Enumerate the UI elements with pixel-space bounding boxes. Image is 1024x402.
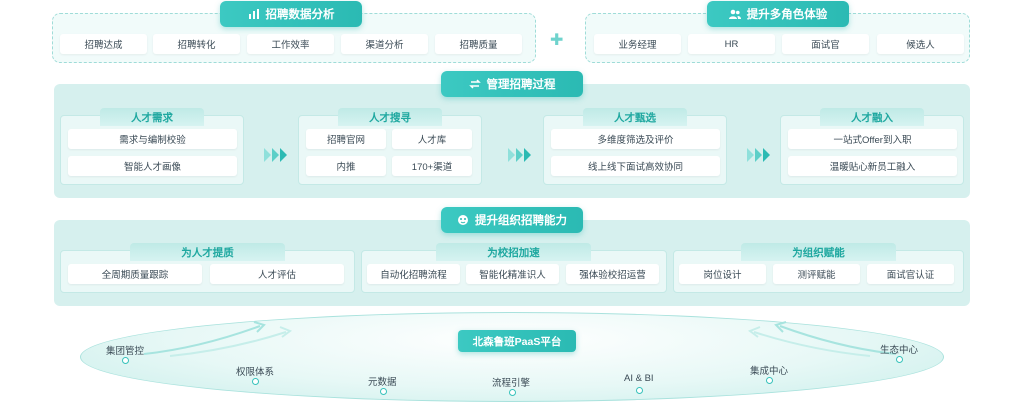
manage-process-title: 管理招聘过程 <box>486 79 556 91</box>
chip-smart-profile: 智能人才画像 <box>68 156 237 176</box>
node-integration-label: 集成中心 <box>750 366 789 377</box>
manage-process-header: 管理招聘过程 <box>441 71 583 97</box>
chip-offer-onboard: 一站式Offer到入职 <box>788 129 957 149</box>
bar-chart-icon <box>248 9 259 19</box>
node-workflow-label: 流程引擎 <box>492 378 531 389</box>
chip-job-design: 岗位设计 <box>679 264 766 284</box>
chip-channels: 170+渠道 <box>392 156 472 176</box>
right-curve-arrows-icon <box>747 321 897 357</box>
stage-talent-selection-title: 人才甄选 <box>583 108 687 126</box>
users-icon <box>728 9 741 19</box>
group-org-empower-title: 为组织赋能 <box>741 243 896 261</box>
multi-role-title: 提升多角色体验 <box>746 9 828 21</box>
arrow-2-icon <box>508 148 531 162</box>
capability-header: 提升组织招聘能力 <box>441 207 583 233</box>
left-curve-arrows-icon <box>143 321 293 357</box>
chip-interviewer: 面试官 <box>782 34 869 54</box>
multi-role-header: 提升多角色体验 <box>707 1 849 27</box>
node-permission-dot <box>252 378 259 385</box>
node-group-control-label: 集团管控 <box>106 346 145 357</box>
process-cycle-icon <box>468 79 481 89</box>
chip-demand-check: 需求与编制校验 <box>68 129 237 149</box>
stage-talent-search-title: 人才搜寻 <box>338 108 442 126</box>
node-permission-label: 权限体系 <box>236 367 275 378</box>
chip-work-efficiency: 工作效率 <box>247 34 334 54</box>
data-analysis-title: 招聘数据分析 <box>265 9 335 21</box>
node-group-control-dot <box>122 357 129 364</box>
chip-new-hire: 温暖贴心新员工融入 <box>788 156 957 176</box>
node-metadata-label: 元数据 <box>368 377 397 388</box>
arrow-1-icon <box>264 148 287 162</box>
chip-talent-assessment: 人才评估 <box>210 264 344 284</box>
chip-interview-collab: 线上线下面试高效协同 <box>551 156 720 176</box>
plus-icon: ✚ <box>550 32 564 49</box>
node-metadata-dot <box>380 388 387 395</box>
node-ecosystem-label: 生态中心 <box>880 345 919 356</box>
node-workflow-dot <box>509 389 516 396</box>
platform-title: 北森鲁班PaaS平台 <box>458 330 576 352</box>
chip-recruit-achievement: 招聘达成 <box>60 34 147 54</box>
chip-business-manager: 业务经理 <box>594 34 681 54</box>
chip-lifecycle-tracking: 全周期质量跟踪 <box>68 264 202 284</box>
chip-channel-analysis: 渠道分析 <box>341 34 428 54</box>
platform-ellipse <box>80 312 944 402</box>
chip-referral: 内推 <box>306 156 386 176</box>
arrow-3-icon <box>747 148 770 162</box>
chip-career-site: 招聘官网 <box>306 129 386 149</box>
chip-smart-identify: 智能化精准识人 <box>466 264 559 284</box>
chip-recruit-quality: 招聘质量 <box>435 34 522 54</box>
chip-campus-ops: 强体验校招运营 <box>566 264 659 284</box>
capability-title: 提升组织招聘能力 <box>475 215 567 227</box>
chip-recruit-conversion: 招聘转化 <box>153 34 240 54</box>
stage-talent-demand-title: 人才需求 <box>100 108 204 126</box>
group-talent-quality-title: 为人才提质 <box>130 243 285 261</box>
brain-icon <box>458 215 468 225</box>
chip-candidate: 候选人 <box>877 34 964 54</box>
node-integration-dot <box>766 377 773 384</box>
chip-auto-process: 自动化招聘流程 <box>367 264 460 284</box>
chip-hr: HR <box>688 34 775 54</box>
chip-multi-screening: 多维度筛选及评价 <box>551 129 720 149</box>
node-ai-bi-label: AI & BI <box>624 373 654 384</box>
chip-assessment-empower: 测评赋能 <box>773 264 860 284</box>
chip-talent-pool: 人才库 <box>392 129 472 149</box>
stage-talent-onboarding-title: 人才融入 <box>820 108 924 126</box>
chip-interviewer-cert: 面试官认证 <box>867 264 954 284</box>
data-analysis-header: 招聘数据分析 <box>220 1 362 27</box>
group-campus-accel-title: 为校招加速 <box>436 243 591 261</box>
node-ai-bi-dot <box>636 387 643 394</box>
node-ecosystem-dot <box>896 356 903 363</box>
